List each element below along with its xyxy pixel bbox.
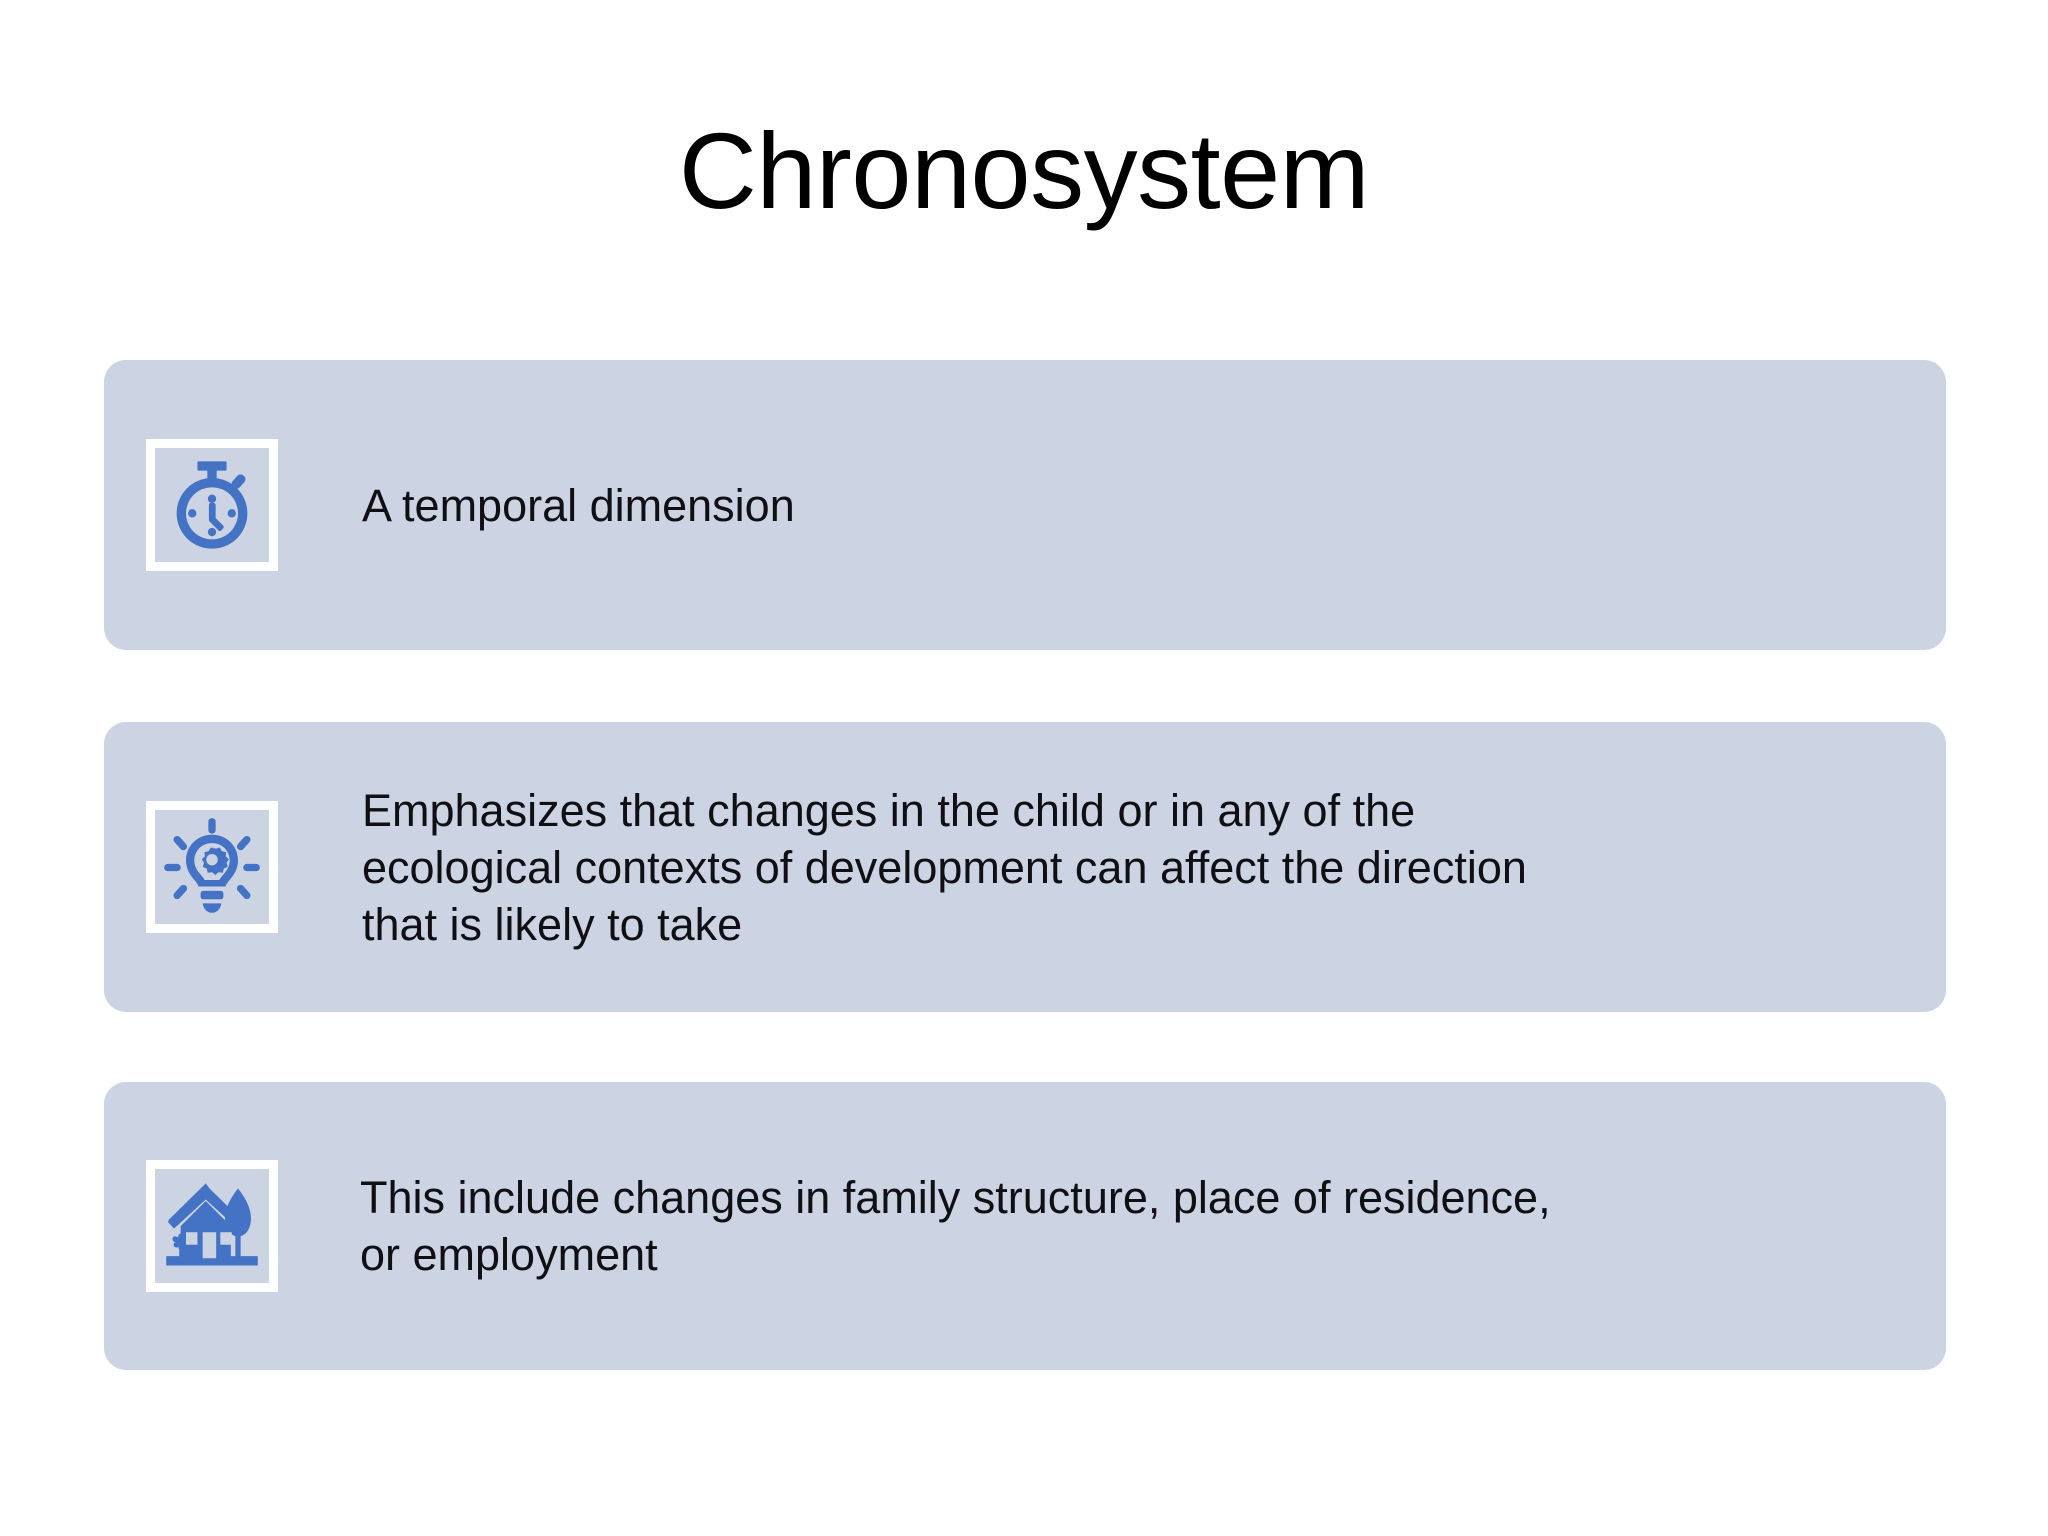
stopwatch-icon	[146, 439, 278, 571]
list-item-text: A temporal dimension	[362, 479, 795, 531]
list-item[interactable]: A temporal dimension	[104, 360, 1946, 650]
list-item[interactable]: This include changes in family structure…	[104, 1082, 1946, 1370]
house-tree-icon	[146, 1160, 278, 1292]
list-item[interactable]: Emphasizes that changes in the child or …	[104, 722, 1946, 1012]
content-rows: A temporal dimension	[104, 360, 1946, 1370]
page-title: Chronosystem	[678, 110, 1370, 231]
lightbulb-gear-icon	[146, 801, 278, 933]
list-item-text: Emphasizes that changes in the child or …	[362, 784, 1527, 950]
list-item-text: This include changes in family structure…	[360, 1172, 1551, 1280]
